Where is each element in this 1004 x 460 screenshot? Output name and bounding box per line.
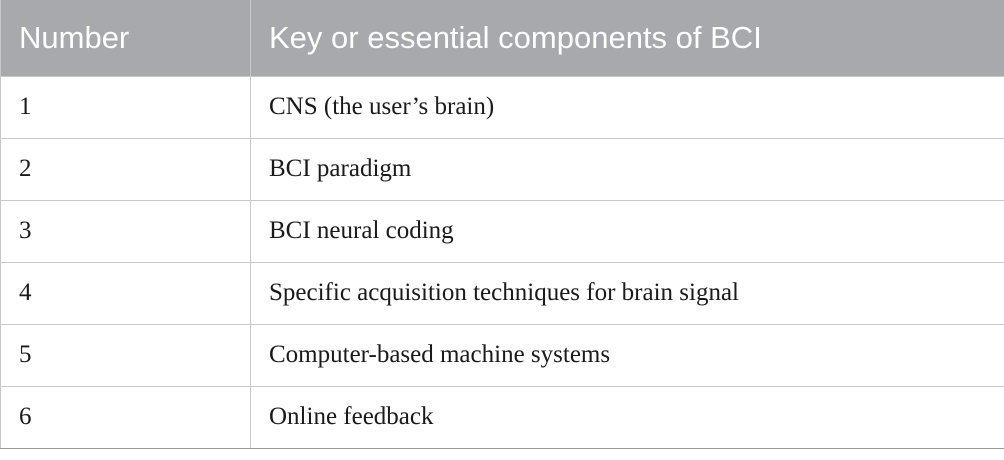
table-row: 1 CNS (the user’s brain) bbox=[0, 75, 1004, 139]
header-components: Key or essential components of BCI bbox=[250, 0, 1004, 76]
table-body: 1 CNS (the user’s brain) 2 BCI paradigm … bbox=[0, 75, 1004, 449]
row-number: 4 bbox=[0, 261, 251, 325]
row-number: 1 bbox=[0, 75, 251, 139]
row-component: BCI neural coding bbox=[250, 199, 1004, 263]
row-number: 3 bbox=[0, 199, 251, 263]
header-row: Number Key or essential components of BC… bbox=[0, 0, 1004, 76]
row-component: BCI paradigm bbox=[250, 137, 1004, 201]
row-component: Specific acquisition techniques for brai… bbox=[250, 261, 1004, 325]
row-number: 6 bbox=[0, 385, 251, 449]
row-component: Online feedback bbox=[250, 385, 1004, 449]
table-row: 6 Online feedback bbox=[0, 385, 1004, 449]
row-component: Computer-based machine systems bbox=[250, 323, 1004, 387]
header-number: Number bbox=[0, 0, 251, 76]
table-row: 3 BCI neural coding bbox=[0, 199, 1004, 263]
table-row: 5 Computer-based machine systems bbox=[0, 323, 1004, 387]
row-number: 5 bbox=[0, 323, 251, 387]
table-row: 4 Specific acquisition techniques for br… bbox=[0, 261, 1004, 325]
table-row: 2 BCI paradigm bbox=[0, 137, 1004, 201]
table-header: Number Key or essential components of BC… bbox=[0, 0, 1004, 76]
bci-components-table: Number Key or essential components of BC… bbox=[0, 0, 1004, 449]
row-component: CNS (the user’s brain) bbox=[250, 75, 1004, 139]
row-number: 2 bbox=[0, 137, 251, 201]
